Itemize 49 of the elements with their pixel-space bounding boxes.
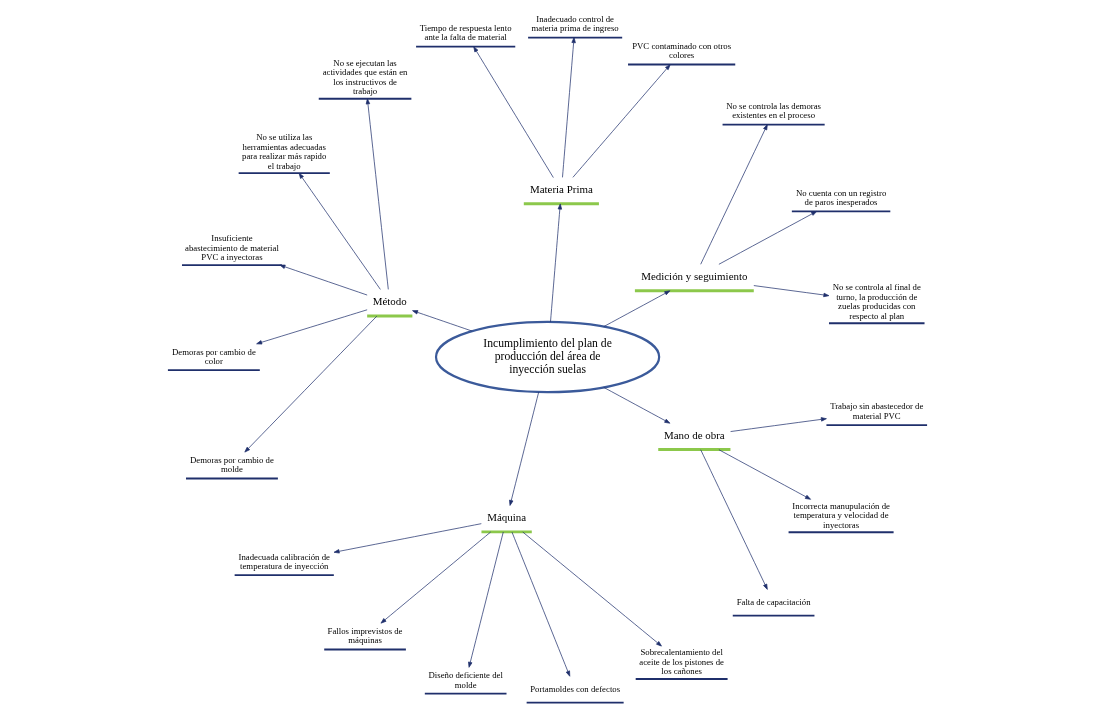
node-text: Portamoldes con defectos [530, 683, 621, 694]
arrow [718, 211, 818, 265]
node-text: Diseño deficiente del molde [428, 670, 503, 690]
node-text: Método [372, 295, 407, 308]
arrow [700, 449, 768, 590]
node-text: Medición y seguimiento [641, 270, 748, 283]
arrow [511, 531, 571, 677]
arrow [700, 124, 768, 265]
node-text: Demoras por cambio de molde [190, 454, 274, 475]
arrow [279, 264, 368, 296]
node-text: Fallos imprevistos de máquinas [327, 625, 403, 646]
node-ellipse: Incumplimiento del plan de producción del área de inyección suelas [434, 320, 661, 394]
node-text: Insuficiente abastecimiento de material PVC a inyectoras [185, 233, 279, 263]
node-text: Inadecuada calibración de temperatura de inyección [238, 551, 330, 571]
arrow [380, 531, 492, 624]
arrow [509, 391, 540, 506]
arrow [753, 285, 830, 298]
node-text: No cuenta con un registro de paros inesperados [795, 187, 887, 208]
node-text: No se controla las demoras existentes en el proceso [726, 101, 821, 121]
arrow [365, 98, 389, 290]
node-text: Materia Prima [529, 183, 593, 196]
node-text: Máquina [487, 511, 527, 524]
arrow [468, 531, 504, 668]
arrow [572, 64, 671, 178]
node-text: Sobrecalentamiento del aceite de los pistones de los cañones [639, 647, 724, 677]
arrow [562, 37, 576, 178]
node-text: Incorrecta manupulación de temperatura y velocidad de inyectoras [792, 500, 890, 530]
node-text: PVC contaminado con otros colores [632, 40, 732, 61]
arrow [730, 417, 827, 432]
node-text: No se ejecutan las actividades que están en los instructivos de trabajo [322, 57, 408, 97]
arrow [603, 290, 671, 327]
node-text: Falta de capacitación [736, 596, 811, 607]
node-text: Tiempo de respuesta lento ante la falta de material [419, 23, 512, 43]
arrow [718, 449, 811, 500]
node-text: No se controla al final de turno, la producción de zuelas producidas con respecto al plan [832, 282, 921, 321]
arrow [256, 309, 368, 345]
arrow [333, 523, 482, 554]
node-text: No se utiliza las herramientas adecuadas para realizar más rapido el trabajo [242, 132, 327, 171]
node-text: Mano de obra [663, 428, 725, 441]
arrow [522, 531, 662, 647]
node-text: Trabajo sin abastecedor de material PVC [830, 401, 924, 421]
arrow [550, 203, 562, 323]
node-text: Demoras por cambio de color [171, 346, 256, 366]
arrow [244, 315, 378, 453]
node-text: Inadecuado control de materia prima de ingreso [531, 13, 619, 34]
arrow [298, 172, 381, 290]
arrow [412, 310, 473, 332]
arrow [473, 46, 554, 178]
arrow [603, 387, 671, 424]
